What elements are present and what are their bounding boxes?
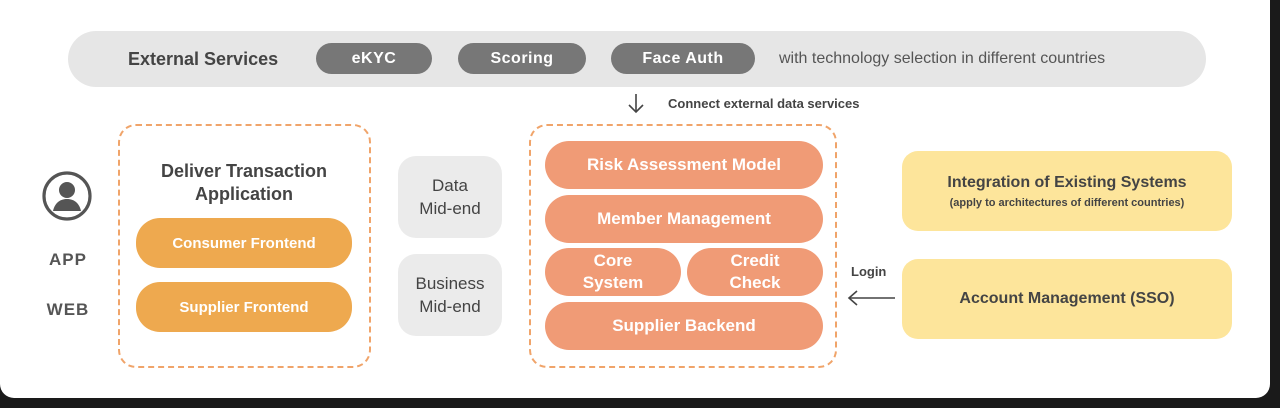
data-mid-end: Data Mid-end <box>398 156 502 238</box>
core-system-line1: Core <box>593 251 633 270</box>
deliver-title-line2: Application <box>195 184 293 204</box>
risk-assessment-model: Risk Assessment Model <box>545 141 823 189</box>
consumer-frontend: Consumer Frontend <box>136 218 352 268</box>
integration-existing-systems: Integration of Existing Systems (apply t… <box>902 151 1232 231</box>
arrow-left-icon <box>847 290 895 306</box>
member-management: Member Management <box>545 195 823 243</box>
data-mid-end-line2: Mid-end <box>419 199 481 218</box>
service-scoring: Scoring <box>458 43 586 74</box>
user-avatar-icon <box>42 171 92 221</box>
account-management-title: Account Management (SSO) <box>959 290 1175 307</box>
business-mid-end-line1: Business <box>415 274 485 293</box>
account-management-sso: Account Management (SSO) <box>902 259 1232 339</box>
external-services-title: External Services <box>128 49 279 69</box>
supplier-backend: Supplier Backend <box>545 302 823 350</box>
integration-title: Integration of Existing Systems <box>947 173 1187 191</box>
core-system-line2: System <box>582 273 644 292</box>
credit-check-line2: Check <box>729 273 781 292</box>
service-ekyc: eKYC <box>316 43 432 74</box>
channel-web-label: WEB <box>46 300 90 319</box>
business-mid-end-line2: Mid-end <box>419 297 481 316</box>
architecture-diagram: External Services eKYC Scoring Face Auth… <box>0 0 1270 398</box>
core-system: Core System <box>545 248 681 296</box>
deliver-application-title: Deliver Transaction Application <box>130 160 358 206</box>
connect-label: Connect external data services <box>668 96 860 111</box>
credit-check: Credit Check <box>687 248 823 296</box>
deliver-application-group <box>118 124 371 368</box>
arrow-down-icon <box>628 94 644 114</box>
deliver-title-line1: Deliver Transaction <box>160 161 328 181</box>
login-label: Login <box>851 264 887 279</box>
supplier-frontend: Supplier Frontend <box>136 282 352 332</box>
service-face-auth: Face Auth <box>611 43 755 74</box>
channel-app-label: APP <box>49 250 87 269</box>
integration-subtitle: (apply to architectures of different cou… <box>949 196 1185 209</box>
business-mid-end: Business Mid-end <box>398 254 502 336</box>
core-services-group <box>529 124 837 368</box>
data-mid-end-line1: Data <box>432 176 468 195</box>
external-services-note: with technology selection in different c… <box>779 50 1106 67</box>
credit-check-line1: Credit <box>730 251 780 270</box>
